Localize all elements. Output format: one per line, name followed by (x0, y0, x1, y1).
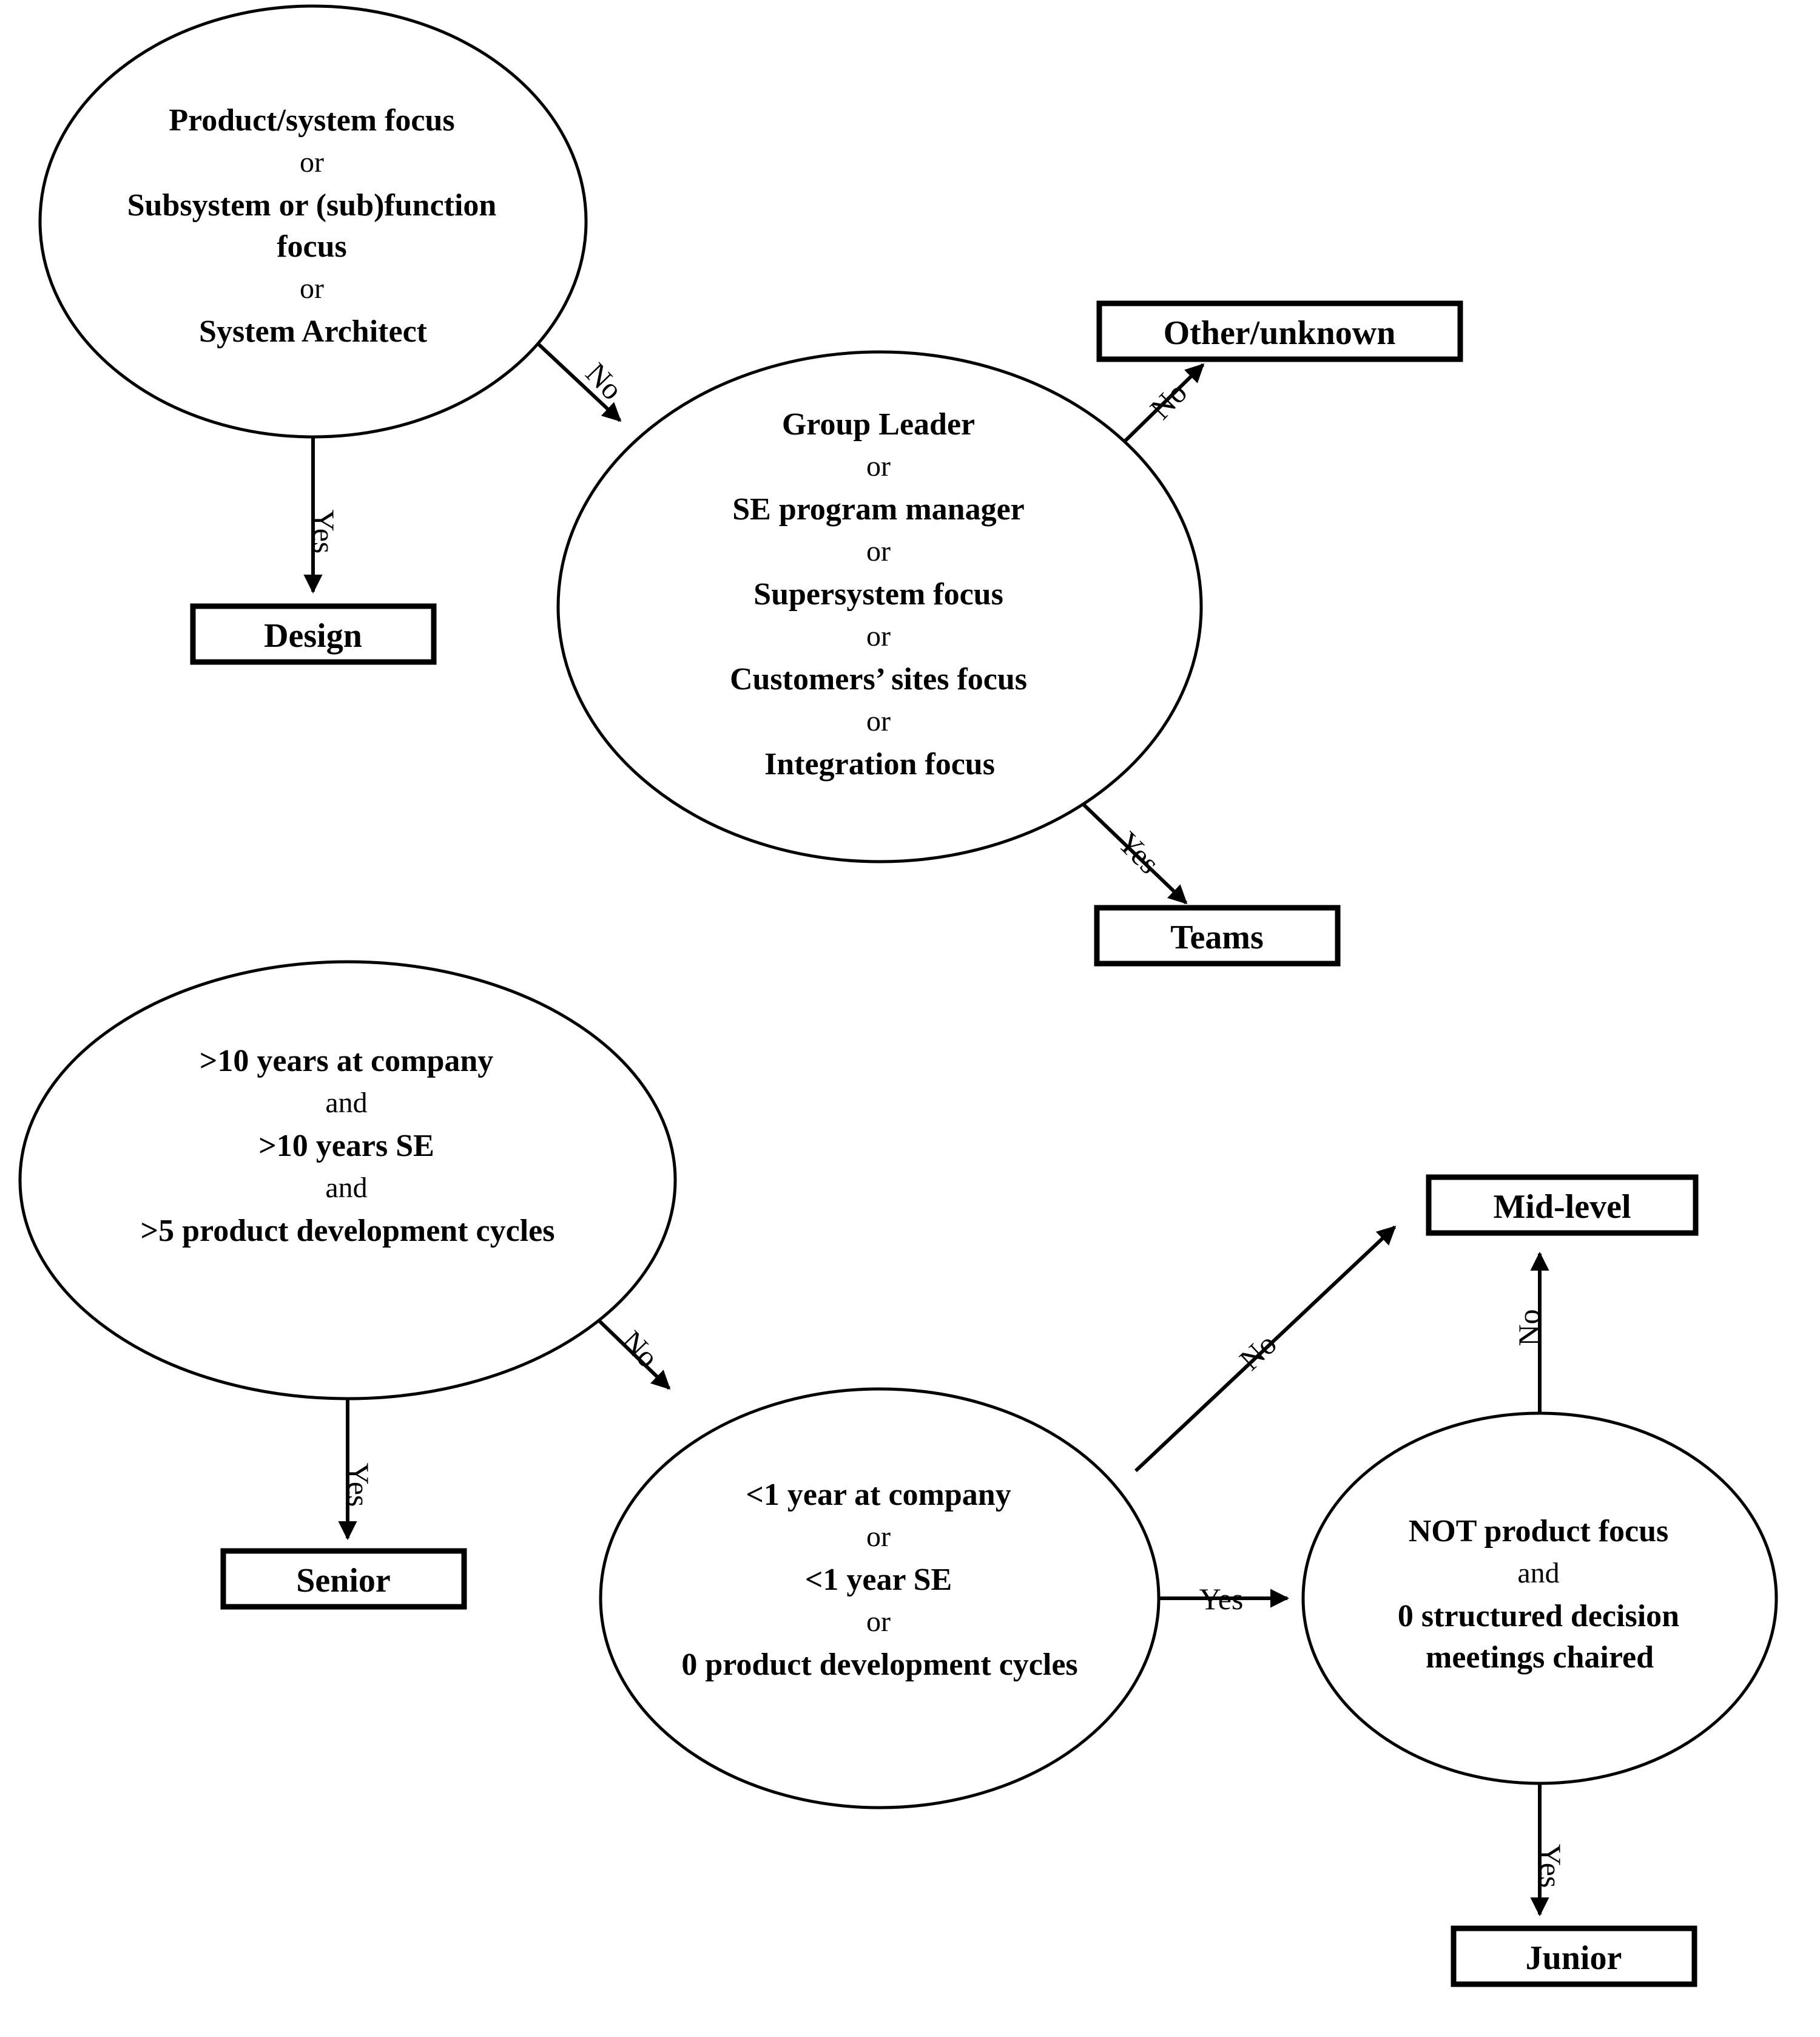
edge-seniority-high-to-senior: Yes (338, 1397, 376, 1541)
node-line: or (300, 272, 324, 305)
node-line: NOT product focus (1409, 1514, 1669, 1549)
terminal-label: Mid-level (1493, 1188, 1631, 1226)
node-line: or (866, 1521, 891, 1553)
node-line: >5 product development cycles (141, 1214, 555, 1248)
node-seniority-low[interactable]: <1 year at company or <1 year SE or 0 pr… (599, 1387, 1161, 1809)
node-line: Supersystem focus (753, 577, 1003, 612)
terminal-teams[interactable]: Teams (1094, 905, 1341, 967)
node-line: <1 year at company (746, 1478, 1011, 1512)
edge-not-product-focus-to-junior: Yes (1530, 1784, 1568, 1917)
edge-label-yes-1: Yes (307, 510, 341, 554)
node-role-focus[interactable]: Product/system focus or Subsystem or (su… (38, 4, 588, 439)
edge-label-yes-5: Yes (1534, 1844, 1568, 1888)
node-line: Customers’ sites focus (730, 662, 1027, 697)
edge-not-product-focus-to-mid-level: No (1512, 1251, 1549, 1414)
edge-group-leader-to-other-unknown: No (1117, 363, 1205, 448)
terminal-label: Senior (296, 1562, 391, 1600)
node-line: or (866, 620, 891, 652)
edge-group-leader-to-teams: Yes (1079, 800, 1188, 905)
edge-role-focus-to-group-leader: No (532, 338, 630, 422)
node-line: or (866, 1606, 891, 1638)
svg-text:<1 year at company or: <1 year at company or <1 year SE or 0 pr… (681, 1478, 1077, 1682)
node-line: Integration focus (764, 747, 995, 782)
terminal-label: Junior (1526, 1939, 1622, 1977)
node-line: >10 years SE (258, 1129, 434, 1163)
edge-seniority-low-to-not-product-focus: Yes (1156, 1582, 1290, 1616)
node-line: Subsystem or (sub)function (127, 188, 497, 223)
terminal-senior[interactable]: Senior (220, 1548, 467, 1610)
terminal-label: Teams (1170, 919, 1264, 956)
terminal-label: Other/unknown (1164, 314, 1396, 352)
node-line: or (866, 450, 891, 482)
terminal-other-unknown[interactable]: Other/unknown (1096, 300, 1463, 362)
node-line: Group Leader (782, 407, 975, 442)
node-line: meetings chaired (1426, 1640, 1654, 1675)
svg-text:>10 years at company a: >10 years at company and >10 years SE an… (141, 1044, 555, 1248)
node-line: SE program manager (732, 492, 1024, 527)
node-line: or (866, 535, 891, 567)
edge-label-no-5: No (1512, 1309, 1546, 1346)
node-line: 0 structured decision (1398, 1599, 1679, 1633)
node-line: <1 year SE (805, 1562, 952, 1597)
node-line: Product/system focus (169, 103, 454, 138)
edge-role-focus-to-design: Yes (303, 436, 341, 594)
node-line: and (325, 1172, 367, 1204)
node-line: or (866, 705, 891, 737)
edge-label-yes-2: Yes (1111, 825, 1166, 880)
node-group-leader[interactable]: Group Leader or SE program manager or Su… (556, 350, 1203, 863)
edge-seniority-low-to-mid-level: No (1134, 1225, 1397, 1473)
node-not-product-focus[interactable]: NOT product focus and 0 structured decis… (1301, 1411, 1778, 1785)
node-line: and (1517, 1557, 1559, 1589)
edge-label-yes-3: Yes (342, 1463, 376, 1507)
node-line: and (325, 1087, 367, 1119)
svg-text:Group Leader or: Group Leader or SE program manager or Su… (730, 407, 1030, 782)
terminal-mid-level[interactable]: Mid-level (1426, 1174, 1699, 1236)
edge-label-yes-4: Yes (1199, 1582, 1244, 1616)
node-line: focus (277, 229, 347, 264)
node-line: 0 product development cycles (681, 1647, 1077, 1682)
edge-label-no-3: No (615, 1324, 666, 1374)
node-seniority-high[interactable]: >10 years at company and >10 years SE an… (18, 960, 677, 1400)
node-line: or (300, 146, 324, 178)
node-line: >10 years at company (200, 1044, 494, 1078)
svg-text:Product/system focus o: Product/system focus or Subsystem or (su… (127, 103, 499, 349)
terminal-junior[interactable]: Junior (1451, 1925, 1697, 1987)
edge-label-no-4: No (1233, 1326, 1283, 1377)
edge-label-no-1: No (579, 356, 630, 407)
terminal-label: Design (264, 617, 362, 655)
terminal-design[interactable]: Design (190, 603, 437, 665)
svg-text:NOT product focus and: NOT product focus and 0 structured decis… (1398, 1514, 1682, 1675)
node-line: System Architect (199, 314, 428, 349)
